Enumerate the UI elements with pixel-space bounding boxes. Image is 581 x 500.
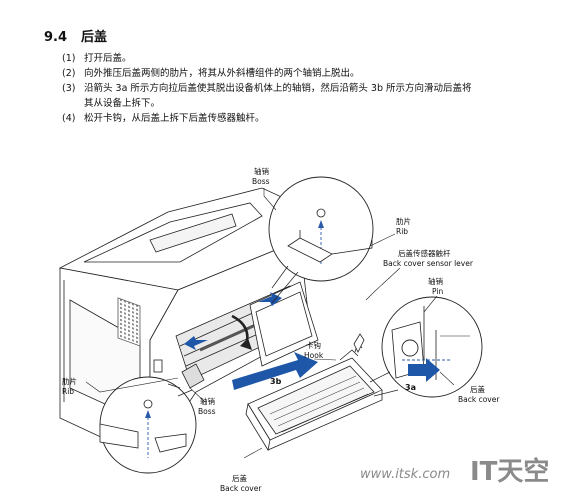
step-item: (1) 打开后盖。 — [62, 51, 532, 66]
step-text: 沿箭头 3a 所示方向拉后盖使其脱出设备机体上的轴销，然后沿箭头 3b 所示方向… — [84, 83, 472, 94]
label-rib-left-en: Rib — [62, 387, 74, 396]
sensor-lever-shape — [353, 333, 365, 353]
step-item: (3) 沿箭头 3a 所示方向拉后盖使其脱出设备机体上的轴销，然后沿箭头 3b … — [62, 81, 532, 96]
step-item: (2) 向外推压后盖两侧的肋片，将其从外斜槽组件的两个轴销上脱出。 — [62, 66, 532, 81]
step-number: (1) — [62, 53, 76, 64]
label-hook-cn: 卡钩 — [306, 340, 321, 350]
small-arrow-icon — [258, 292, 282, 306]
label-boss-left-cn: 轴销 — [200, 396, 215, 406]
section-title: 后盖 — [81, 30, 108, 45]
step-text: 松开卡钩，从后盖上拆下后盖传感器触杆。 — [84, 113, 265, 124]
label-arrow-3a: 3a — [405, 383, 416, 392]
label-back-cover-bottom-en: Back cover — [220, 484, 262, 493]
small-arrow-icon — [184, 336, 208, 350]
step-text: 向外推压后盖两侧的肋片，将其从外斜槽组件的两个轴销上脱出。 — [84, 68, 360, 79]
step-text: 打开后盖。 — [84, 53, 132, 64]
step-text-continuation: 其从设备上拆下。 — [84, 98, 161, 109]
step-list: (1) 打开后盖。 (2) 向外推压后盖两侧的肋片，将其从外斜槽组件的两个轴销上… — [62, 51, 532, 126]
label-sensor-en: Back cover sensor lever — [383, 259, 474, 268]
detail-circle-bottom — [99, 376, 197, 474]
watermark-brand: IT天空 — [470, 456, 549, 487]
label-sensor-cn: 后盖传感器触杆 — [398, 248, 451, 258]
back-cover-part — [245, 341, 383, 452]
section-heading: 9.4 后盖 — [44, 26, 107, 45]
label-rib-left-cn: 肋片 — [62, 376, 77, 386]
arrow-3a-icon — [408, 358, 440, 382]
detail-circle-right — [381, 296, 483, 398]
label-back-cover-bottom-cn: 后盖 — [232, 473, 247, 483]
label-arrow-3b: 3b — [270, 377, 282, 386]
label-hook-en: Hook — [304, 351, 324, 360]
section-number: 9.4 — [44, 30, 68, 45]
step-number: (2) — [62, 68, 76, 79]
label-rib-right-cn: 肋片 — [396, 216, 411, 226]
label-pin-cn: 轴销 — [428, 276, 443, 286]
label-boss-top-cn: 轴销 — [254, 166, 269, 176]
label-boss-top-en: Boss — [252, 177, 270, 186]
step-item: (4) 松开卡钩，从后盖上拆下后盖传感器触杆。 — [62, 111, 532, 126]
watermark-url: www.itsk.com — [360, 467, 450, 482]
label-pin-en: Pin — [432, 287, 443, 296]
label-back-cover-right-en: Back cover — [458, 395, 500, 404]
label-boss-left-en: Boss — [198, 407, 216, 416]
step-number: (3) — [62, 83, 76, 94]
label-back-cover-right-cn: 后盖 — [470, 384, 485, 394]
detail-circle-top — [268, 176, 374, 282]
step-number: (4) — [62, 113, 76, 124]
label-rib-right-en: Rib — [396, 227, 408, 236]
leader-lines — [85, 188, 455, 459]
arrow-3b-icon — [232, 352, 318, 390]
